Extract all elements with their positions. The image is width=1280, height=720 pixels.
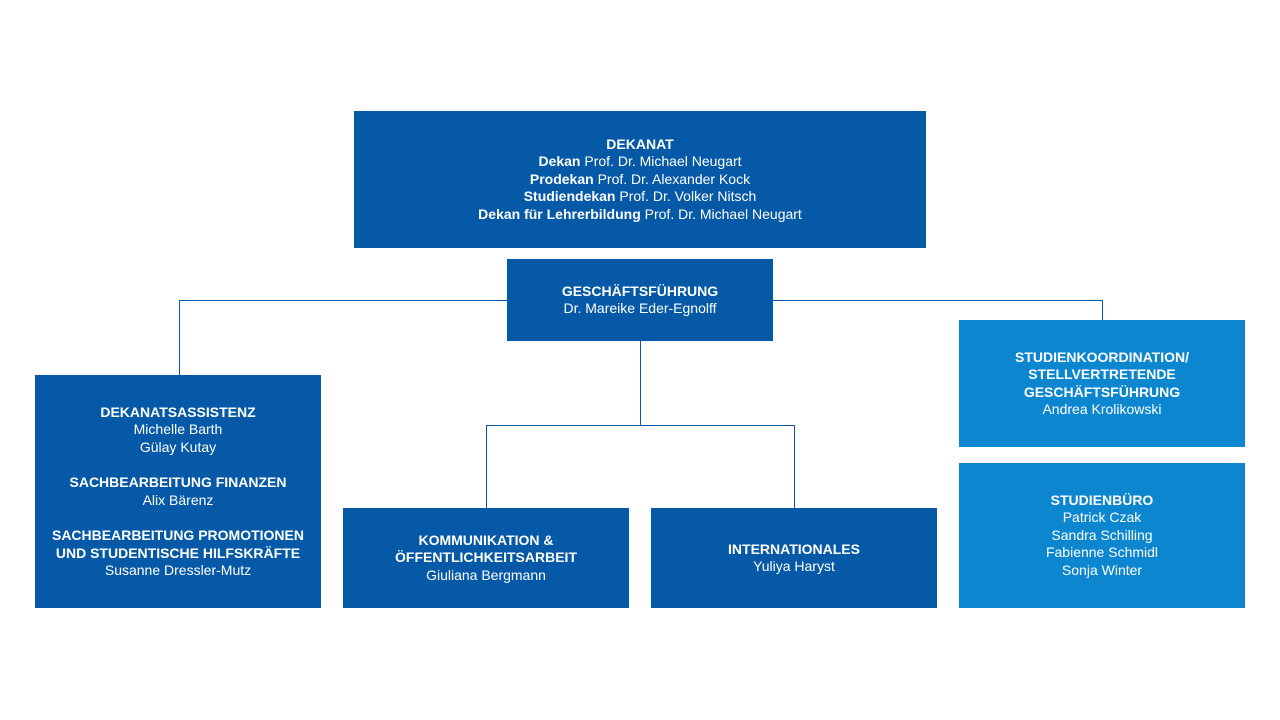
geschaeftsfuehrung-title: GESCHÄFTSFÜHRUNG (561, 282, 719, 299)
geschaeftsfuehrung-name: Dr. Mareike Eder-Egnolff (563, 300, 717, 316)
dekanat-member: Studiendekan Prof. Dr. Volker Nitsch (524, 188, 757, 206)
dekanat-member: Dekan Prof. Dr. Michael Neugart (538, 153, 741, 171)
studienkoordination-title-line: STUDIENKOORDINATION/ (1015, 348, 1189, 365)
person-name: Fabienne Schmidl (1045, 544, 1159, 561)
connector-center-branch (486, 425, 795, 508)
person-name: Sonja Winter (1061, 561, 1143, 578)
studienkoordination-title-line: GESCHÄFTSFÜHRUNG (1023, 383, 1181, 400)
kommunikation-title-line: ÖFFENTLICHKEITSARBEIT (395, 549, 577, 566)
member-name: Prof. Dr. Michael Neugart (584, 153, 742, 170)
finanzen-title: SACHBEARBEITUNG FINANZEN (69, 474, 287, 490)
kommunikation-box: KOMMUNIKATION & ÖFFENTLICHKEITSARBEIT Gi… (343, 508, 629, 608)
dekanat-title: DEKANAT (606, 135, 674, 152)
member-role: Prodekan (529, 170, 594, 187)
studienbuero-title: STUDIENBÜRO (1050, 491, 1154, 508)
studienbuero-box: STUDIENBÜRO Patrick Czak Sandra Schillin… (959, 463, 1245, 608)
promotionen-title-line: UND STUDENTISCHE HILFSKRÄFTE (55, 544, 301, 561)
kommunikation-title-line: KOMMUNIKATION & (418, 531, 554, 548)
member-role: Studiendekan (523, 188, 616, 205)
studienkoordination-title-line: STELLVERTRETENDE (1028, 366, 1176, 382)
promotionen-title-line: SACHBEARBEITUNG PROMOTIONEN (51, 527, 304, 543)
studienkoordination-name: Andrea Krolikowski (1042, 401, 1162, 417)
connector-right (772, 300, 1103, 320)
member-role: Dekan für Lehrerbildung (478, 205, 641, 222)
dekanatsassistenz-title: DEKANATSASSISTENZ (100, 403, 256, 420)
member-role: Dekan (538, 153, 581, 170)
member-name: Prof. Dr. Volker Nitsch (619, 188, 757, 205)
studienkoordination-box: STUDIENKOORDINATION/ STELLVERTRETENDE GE… (959, 320, 1245, 447)
connector-left (179, 300, 508, 375)
internationales-box: INTERNATIONALES Yuliya Haryst (651, 508, 937, 608)
person-name: Alix Bärenz (142, 491, 214, 508)
person-name: Gülay Kutay (139, 438, 217, 455)
dekanatsassistenz-box: DEKANATSASSISTENZ Michelle Barth Gülay K… (35, 375, 321, 608)
kommunikation-name: Giuliana Bergmann (426, 566, 546, 583)
person-name: Sandra Schilling (1051, 526, 1153, 543)
member-name: Prof. Dr. Alexander Kock (597, 170, 751, 187)
member-name: Prof. Dr. Michael Neugart (644, 205, 802, 222)
dekanat-member: Dekan für Lehrerbildung Prof. Dr. Michae… (478, 206, 802, 224)
person-name: Michelle Barth (133, 421, 223, 437)
internationales-title: INTERNATIONALES (728, 540, 860, 557)
internationales-name: Yuliya Haryst (753, 558, 835, 574)
person-name: Susanne Dressler-Mutz (104, 562, 252, 578)
dekanat-box: DEKANAT Dekan Prof. Dr. Michael Neugart … (354, 111, 926, 248)
dekanat-member: Prodekan Prof. Dr. Alexander Kock (530, 171, 750, 189)
geschaeftsfuehrung-box: GESCHÄFTSFÜHRUNG Dr. Mareike Eder-Egnolf… (507, 259, 773, 341)
person-name: Patrick Czak (1062, 509, 1142, 526)
